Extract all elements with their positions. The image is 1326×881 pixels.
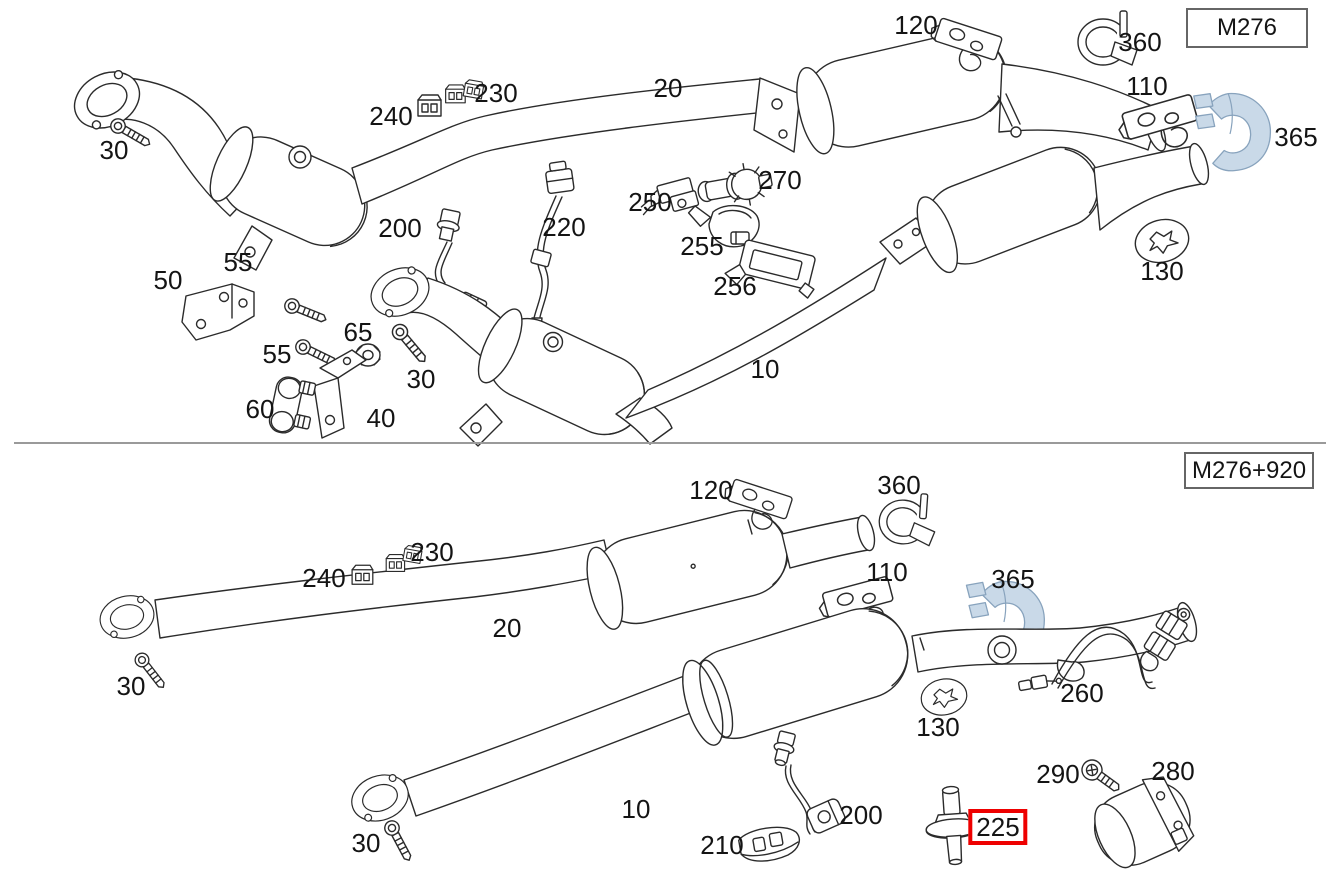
part-label-280[interactable]: 280 [1151, 756, 1195, 786]
part-label-255[interactable]: 255 [680, 231, 724, 261]
part-label-256[interactable]: 256 [713, 271, 757, 301]
part-label-60[interactable]: 60 [245, 394, 275, 424]
part-label-360[interactable]: 360 [877, 470, 921, 500]
part-label-200[interactable]: 200 [378, 213, 422, 243]
part-label-10[interactable]: 10 [621, 794, 651, 824]
bracket-256-icon [724, 239, 816, 299]
part-label-290[interactable]: 290 [1036, 759, 1080, 789]
actuator-280-icon [1094, 776, 1195, 869]
part-label-200[interactable]: 200 [839, 800, 883, 830]
part-label-130[interactable]: 130 [1140, 256, 1184, 286]
part-label-30[interactable]: 30 [99, 135, 129, 165]
engine-code-text: M276+920 [1191, 456, 1307, 484]
clip-255-icon [708, 205, 760, 248]
part-label-50[interactable]: 50 [153, 265, 183, 295]
section-m276-920-drawing [95, 476, 1198, 869]
part-label-55[interactable]: 55 [223, 247, 253, 277]
engine-code-box-m276: M276 [1186, 8, 1308, 48]
section-m276-drawing [64, 10, 1275, 447]
nox-sensor-260-icon [1017, 607, 1191, 692]
part-label-30[interactable]: 30 [406, 364, 436, 394]
front-catalyst-pipe [64, 60, 368, 271]
part-label-55[interactable]: 55 [262, 339, 292, 369]
part-label-20[interactable]: 20 [653, 73, 683, 103]
part-label-250[interactable]: 250 [628, 187, 672, 217]
bracket-50-icon [181, 283, 255, 341]
screw-290-icon [1081, 759, 1120, 792]
part-label-360[interactable]: 360 [1118, 27, 1162, 57]
part-label-240[interactable]: 240 [302, 563, 346, 593]
plug-270-icon [697, 162, 773, 206]
engine-code-text: M276 [1216, 14, 1278, 41]
part-label-260[interactable]: 260 [1060, 678, 1104, 708]
part-label-40[interactable]: 40 [366, 403, 396, 433]
part-label-30[interactable]: 30 [116, 671, 146, 701]
pipe-10-bottom-assembly [344, 601, 1198, 830]
part-label-210[interactable]: 210 [700, 830, 744, 860]
part-label-110[interactable]: 110 [866, 557, 908, 587]
part-label-225[interactable]: 225 [968, 809, 1028, 845]
part-label-240[interactable]: 240 [369, 101, 413, 131]
valve-225-icon [925, 785, 981, 866]
part-label-365[interactable]: 365 [991, 564, 1035, 594]
rear-catalyst-pipe [362, 142, 1210, 447]
part-label-120[interactable]: 120 [689, 475, 733, 505]
holder-250-icon [640, 177, 712, 227]
pipe-20-bottom-assembly [95, 509, 876, 645]
part-label-270[interactable]: 270 [758, 165, 802, 195]
part-label-230[interactable]: 230 [474, 78, 518, 108]
engine-code-box-m276-920: M276+920 [1184, 452, 1314, 489]
part-label-65[interactable]: 65 [343, 317, 373, 347]
part-label-20[interactable]: 20 [492, 613, 522, 643]
part-label-110[interactable]: 110 [1126, 71, 1168, 101]
part-label-30[interactable]: 30 [351, 828, 381, 858]
part-label-230[interactable]: 230 [410, 537, 454, 567]
part-label-10[interactable]: 10 [750, 354, 780, 384]
part-label-220[interactable]: 220 [542, 212, 586, 242]
oxygen-sensor-200b-icon [773, 730, 846, 835]
part-label-365[interactable]: 365 [1274, 122, 1318, 152]
part-label-130[interactable]: 130 [916, 712, 960, 742]
bracket-40-icon [313, 349, 367, 439]
pipe-20-assembly [351, 32, 1167, 205]
part-label-120[interactable]: 120 [894, 10, 938, 40]
rubber-mount-60-icon [268, 376, 317, 434]
cable-clip-210-icon [738, 826, 801, 862]
